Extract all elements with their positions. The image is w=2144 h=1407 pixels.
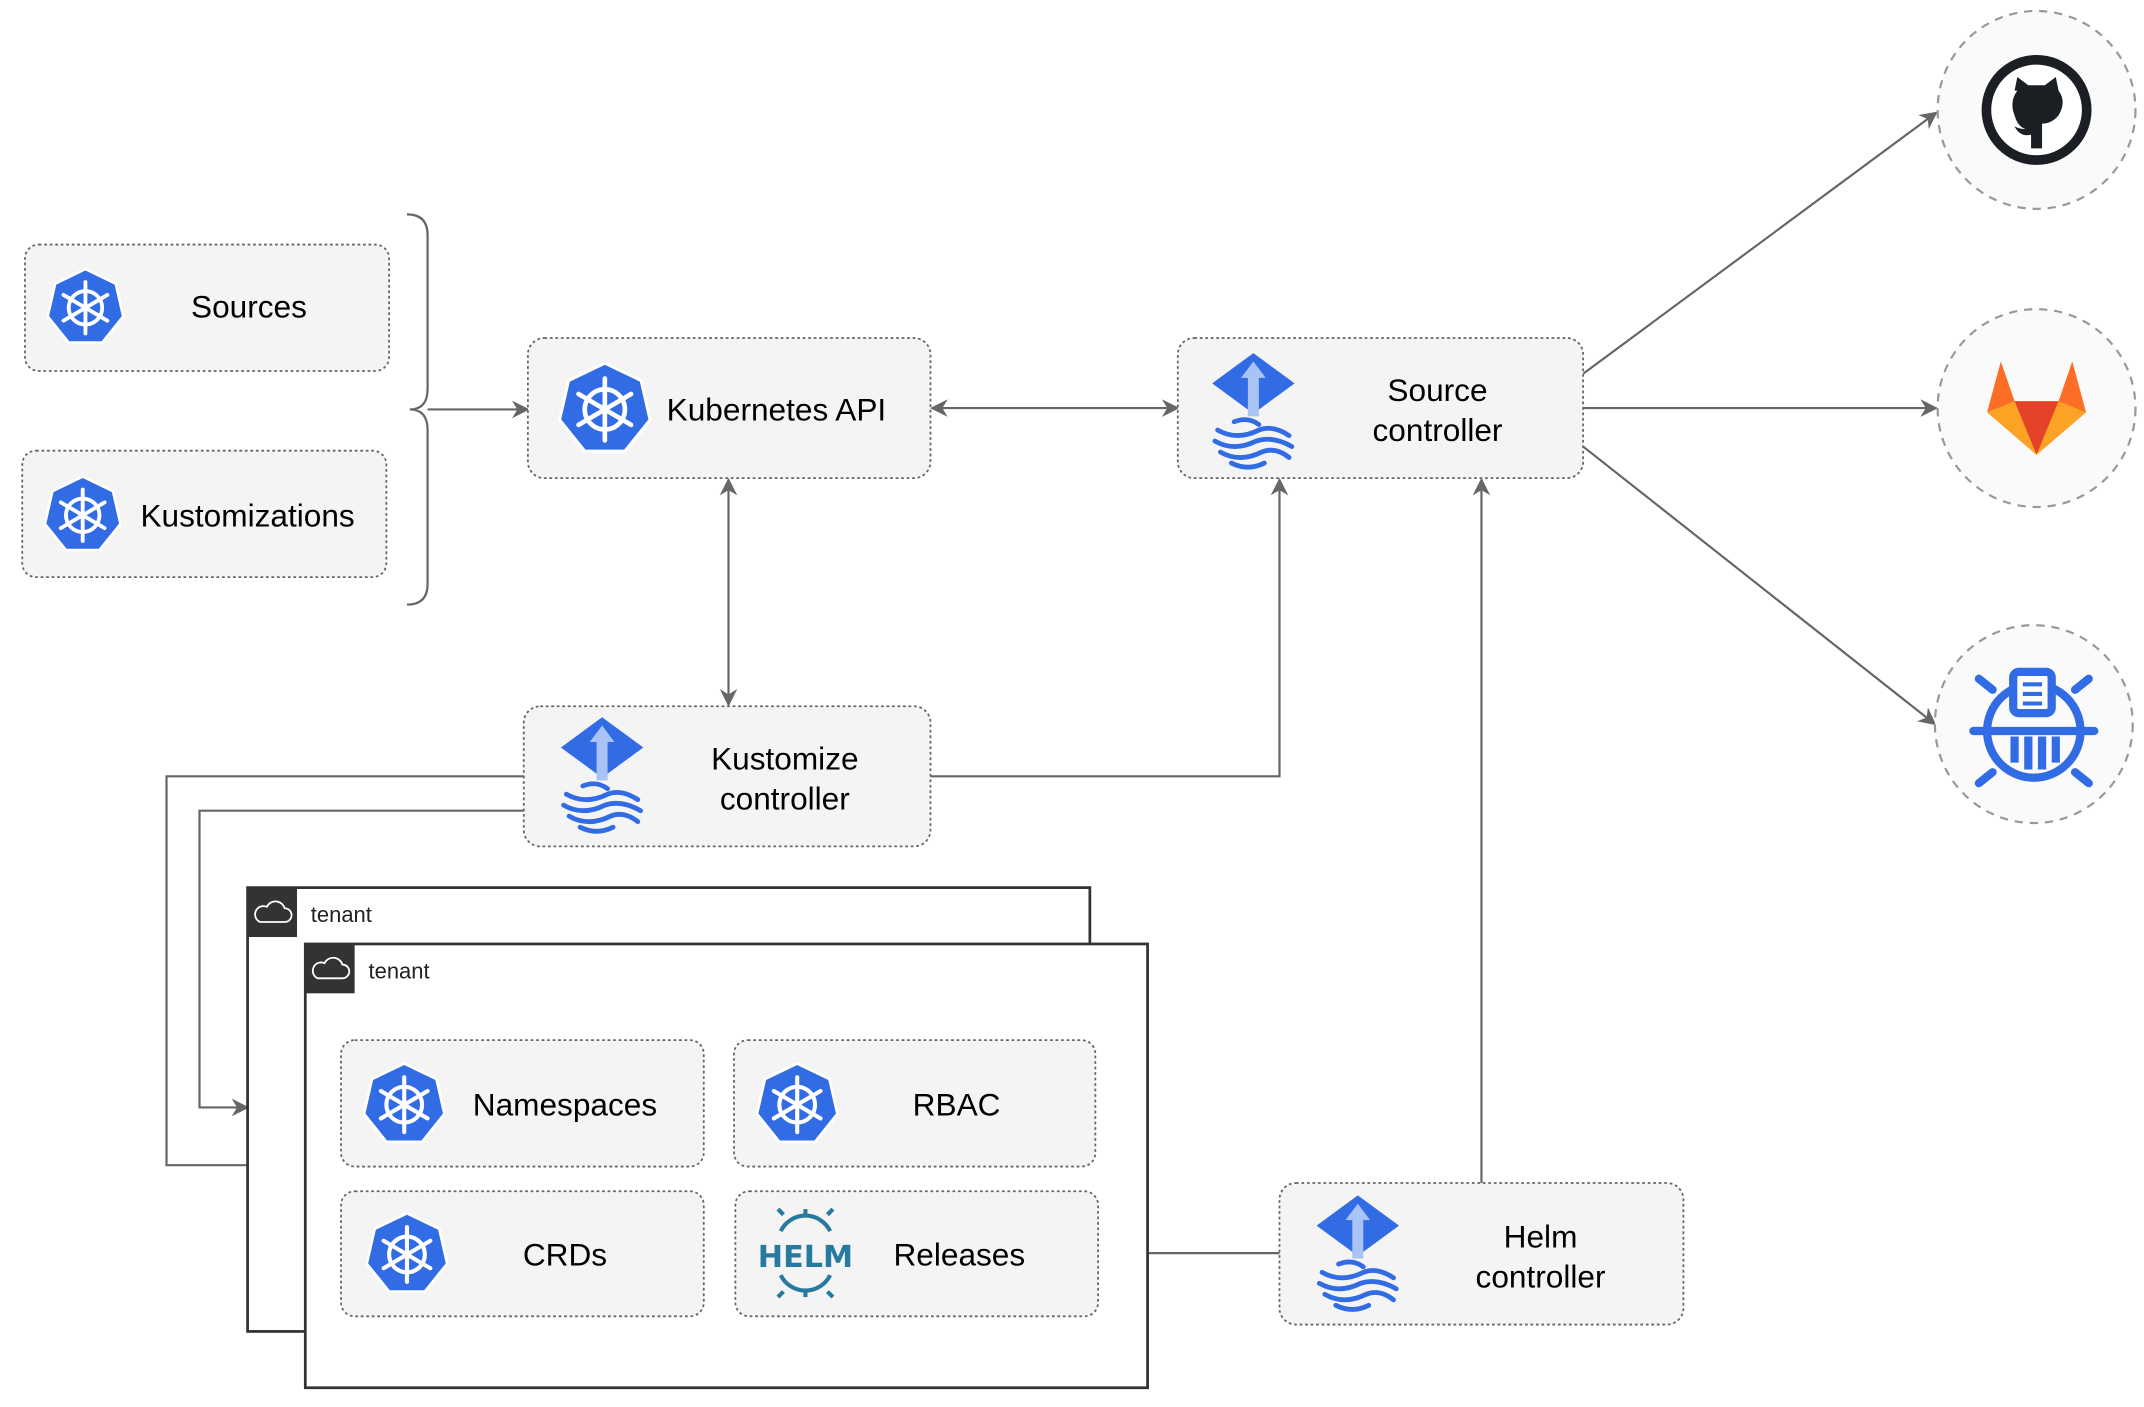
svg-text:controller: controller [1476,1258,1606,1294]
svg-text:Kustomize: Kustomize [711,740,858,776]
node-kubernetes-api[interactable]: Kubernetes API [526,337,932,480]
node-kustomizations[interactable]: Kustomizations [21,449,388,578]
svg-text:tenant: tenant [369,958,430,983]
tenant-group-2[interactable]: tenant Namespaces RBAC CRDs [303,942,1149,1390]
svg-text:Kubernetes API: Kubernetes API [667,391,887,427]
svg-text:tenant: tenant [311,902,372,927]
sources-bracket [406,213,429,606]
node-namespaces[interactable]: Namespaces [340,1039,705,1168]
svg-text:RBAC: RBAC [913,1087,1001,1123]
svg-text:HELM: HELM [758,1240,853,1275]
svg-text:controller: controller [1373,412,1503,448]
node-crds[interactable]: CRDs [340,1190,705,1318]
gitlab-source[interactable] [1936,308,2137,509]
svg-text:Namespaces: Namespaces [473,1087,657,1123]
bucket-source[interactable] [1933,624,2134,825]
helm-icon: HELM [758,1207,853,1299]
node-kustomize-controller[interactable]: Kustomize controller [522,705,932,848]
edge-kustomize-to-source-controller [930,477,1289,778]
github-source[interactable] [1936,9,2137,210]
svg-text:Sources: Sources [191,288,307,324]
node-sources[interactable]: Sources [24,243,391,372]
node-releases[interactable]: HELM Releases [734,1190,1099,1318]
cloud-icon [305,943,355,994]
svg-text:controller: controller [720,780,850,816]
cloud-icon [247,887,298,938]
svg-text:Releases: Releases [893,1236,1025,1272]
gitlab-icon [1987,361,2087,455]
edge-source-to-github [1582,111,1938,375]
svg-text:Source: Source [1387,372,1487,408]
edge-kustomize-to-tenant-2 [165,775,524,1174]
edge-source-to-bucket [1582,445,1937,726]
node-rbac[interactable]: RBAC [733,1039,1097,1168]
node-source-controller[interactable]: Source controller [1176,337,1585,480]
node-helm-controller[interactable]: Helm controller [1278,1182,1685,1326]
svg-text:CRDs: CRDs [523,1236,607,1272]
github-icon [1981,54,2092,165]
svg-text:Helm: Helm [1504,1219,1578,1255]
svg-text:Kustomizations: Kustomizations [140,497,354,533]
edge-kustomize-to-tenant-1 [198,809,524,1117]
bucket-icon [1969,667,2099,788]
